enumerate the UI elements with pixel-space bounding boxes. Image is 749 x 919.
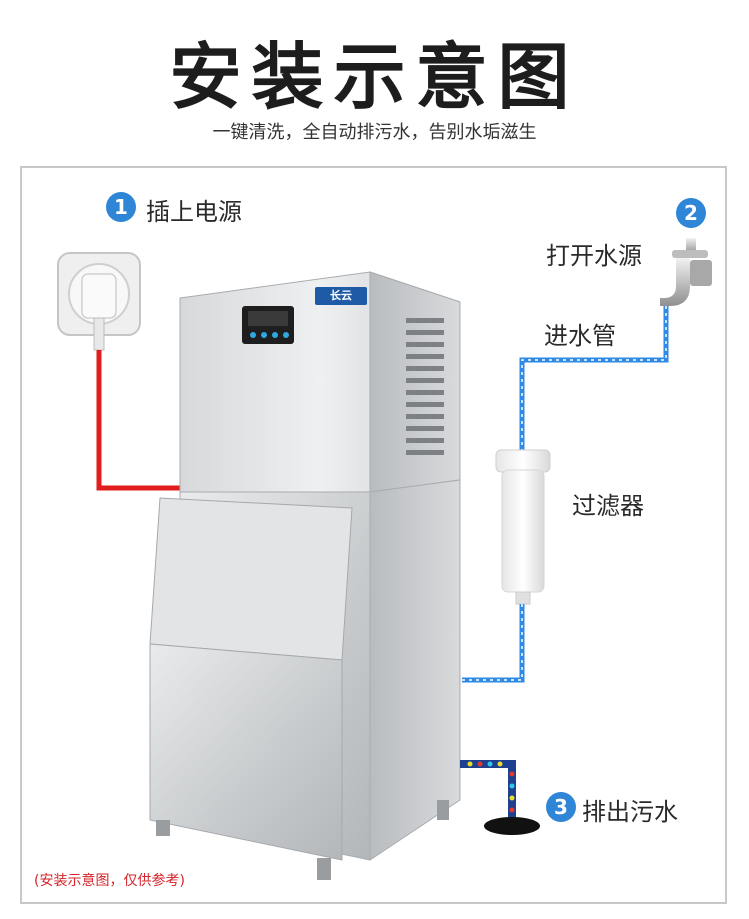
step-1-badge: 1 (106, 192, 136, 222)
step-2-label: 打开水源 (546, 242, 642, 270)
page-title: 安装示意图 (169, 35, 580, 119)
filter-label: 过滤器 (572, 492, 644, 520)
disclaimer-note: (安装示意图，仅供参考) (34, 873, 185, 889)
floor-drain (484, 817, 540, 835)
ice-machine (149, 271, 461, 880)
water-filter (495, 449, 551, 605)
drain-pipe (460, 760, 516, 818)
power-socket (57, 252, 141, 351)
water-outlet-pipe (462, 604, 525, 683)
step-3-label: 排出污水 (582, 798, 678, 826)
page-subtitle: 一键清洗，全自动排污水，告别水垢滋生 (212, 122, 537, 143)
step-3-badge: 3 (546, 792, 576, 822)
power-cable (96, 350, 180, 491)
step-2-badge: 2 (676, 198, 706, 228)
drain-pipe-lights (467, 761, 515, 813)
diagram-frame (20, 166, 727, 904)
water-faucet (660, 238, 712, 306)
brand-logo: 长云 (315, 287, 367, 305)
inlet-pipe-label: 进水管 (544, 322, 616, 350)
step-1-label: 插上电源 (146, 198, 242, 226)
